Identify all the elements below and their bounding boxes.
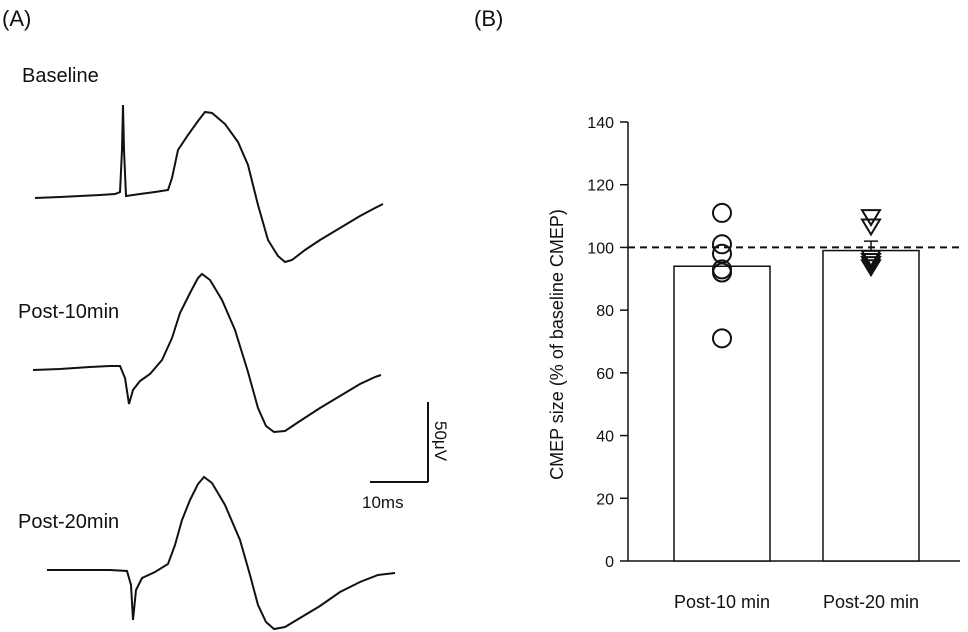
panel-a-label: (A) <box>2 6 31 31</box>
trace-post-20min <box>47 475 396 631</box>
data-point-circle <box>712 234 732 255</box>
y-tick-label: 100 <box>587 240 614 257</box>
y-tick-label: 40 <box>596 429 614 446</box>
data-point-triangle <box>860 259 882 278</box>
trace-baseline <box>34 104 384 264</box>
trace-label-baseline: Baseline <box>22 65 99 87</box>
trace-label-post10: Post-10min <box>18 301 119 323</box>
scale-amplitude-label: 50μV <box>431 421 450 462</box>
y-tick-label: 120 <box>587 178 614 195</box>
data-point-circle <box>712 202 732 223</box>
y-tick-label: 20 <box>596 491 614 508</box>
y-tick-label: 0 <box>605 554 614 571</box>
bar <box>673 265 771 562</box>
y-tick-label: 60 <box>596 366 614 383</box>
y-tick-label: 80 <box>596 303 614 320</box>
trace-post-10min <box>32 272 382 434</box>
bar <box>822 249 920 562</box>
y-axis-title: CMEP size (% of baseline CMEP) <box>547 209 567 480</box>
data-point-circle <box>712 328 732 349</box>
x-tick-label: Post-20 min <box>823 592 919 612</box>
data-point-circle <box>712 262 732 283</box>
trace-label-post20: Post-20min <box>18 511 119 533</box>
x-tick-label: Post-10 min <box>674 592 770 612</box>
data-point-triangle <box>860 252 882 271</box>
y-tick-label: 140 <box>587 115 614 132</box>
panel-b-label: (B) <box>474 6 503 31</box>
data-point-triangle <box>860 256 882 275</box>
data-point-triangle <box>860 218 882 237</box>
data-point-triangle <box>860 249 882 268</box>
scale-bar <box>370 402 429 483</box>
scale-time-label: 10ms <box>362 493 404 512</box>
data-point-triangle <box>860 209 882 228</box>
